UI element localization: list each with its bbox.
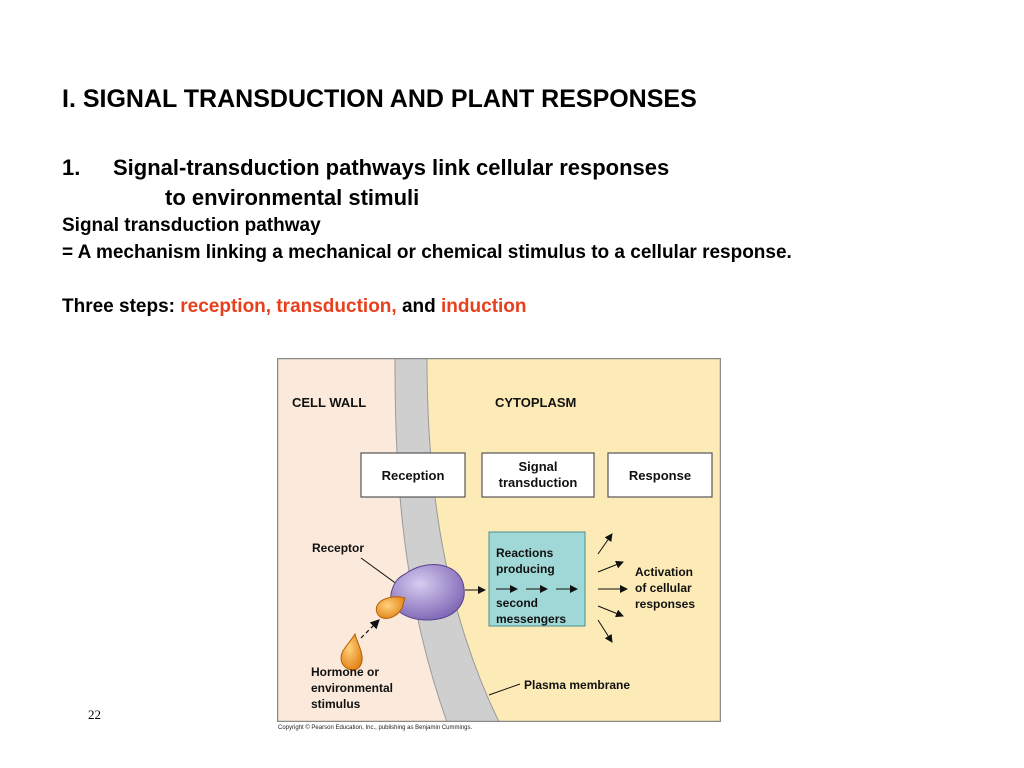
figure-svg: CELL WALL CYTOPLASM Reception Signal tra… <box>276 357 722 723</box>
hormone-label-line2: environmental <box>311 681 393 695</box>
hormone-binding-arrow <box>360 619 380 639</box>
definition-text: = A mechanism linking a mechanical or ch… <box>62 242 792 263</box>
membrane-pointer <box>488 683 521 696</box>
steps-reception-transduction: reception, transduction, <box>180 296 397 317</box>
definition-label: Signal transduction pathway <box>62 215 321 236</box>
signal-transduction-figure: CELL WALL CYTOPLASM Reception Signal tra… <box>276 357 722 727</box>
reactions-line4: messengers <box>496 612 566 626</box>
receptor-shape <box>390 564 465 621</box>
steps-prefix: Three steps: <box>62 296 181 317</box>
reactions-line2: producing <box>496 562 555 576</box>
figure-border <box>276 357 722 723</box>
transduction-box-line2: transduction <box>499 475 578 490</box>
activation-line1: Activation <box>635 565 693 579</box>
transduction-box-line1: Signal <box>518 459 557 474</box>
page-number: 22 <box>88 707 101 722</box>
receptor-label: Receptor <box>312 541 364 555</box>
response-arrow-4 <box>597 605 624 618</box>
copyright-credit: Copyright © Pearson Education, Inc., pub… <box>278 725 473 731</box>
response-box-label: Response <box>629 468 691 483</box>
slide-title: I. SIGNAL TRANSDUCTION AND PLANT RESPONS… <box>62 85 697 113</box>
response-arrow-1 <box>597 533 613 555</box>
cytoplasm-label: CYTOPLASM <box>495 395 576 410</box>
reactions-line1: Reactions <box>496 546 554 560</box>
three-steps-line: Three steps: reception, transduction, an… <box>62 296 527 318</box>
activation-line2: of cellular <box>635 581 692 595</box>
steps-and: and <box>396 296 442 317</box>
membrane-label: Plasma membrane <box>524 678 630 692</box>
free-hormone <box>340 632 363 671</box>
transduction-box <box>481 452 595 498</box>
cell-wall-region <box>277 358 447 722</box>
hormone-label-line1: Hormone or <box>311 665 379 679</box>
section-number: 1. <box>62 155 81 180</box>
reception-box-label: Reception <box>382 468 445 483</box>
section-heading-line1: Signal-transduction pathways link cellul… <box>113 155 670 180</box>
section-heading-line2: to environmental stimuli <box>165 185 420 210</box>
response-box <box>607 452 713 498</box>
reactions-box <box>488 531 586 627</box>
reactions-line3: second <box>496 596 538 610</box>
steps-induction: induction <box>441 296 527 317</box>
response-arrow-5 <box>597 619 613 643</box>
activation-line3: responses <box>635 597 695 611</box>
hormone-label-line3: stimulus <box>311 697 361 711</box>
bound-hormone <box>375 596 406 619</box>
response-arrow-2 <box>597 560 624 573</box>
cell-wall-label: CELL WALL <box>292 395 366 410</box>
reception-box <box>360 452 466 498</box>
